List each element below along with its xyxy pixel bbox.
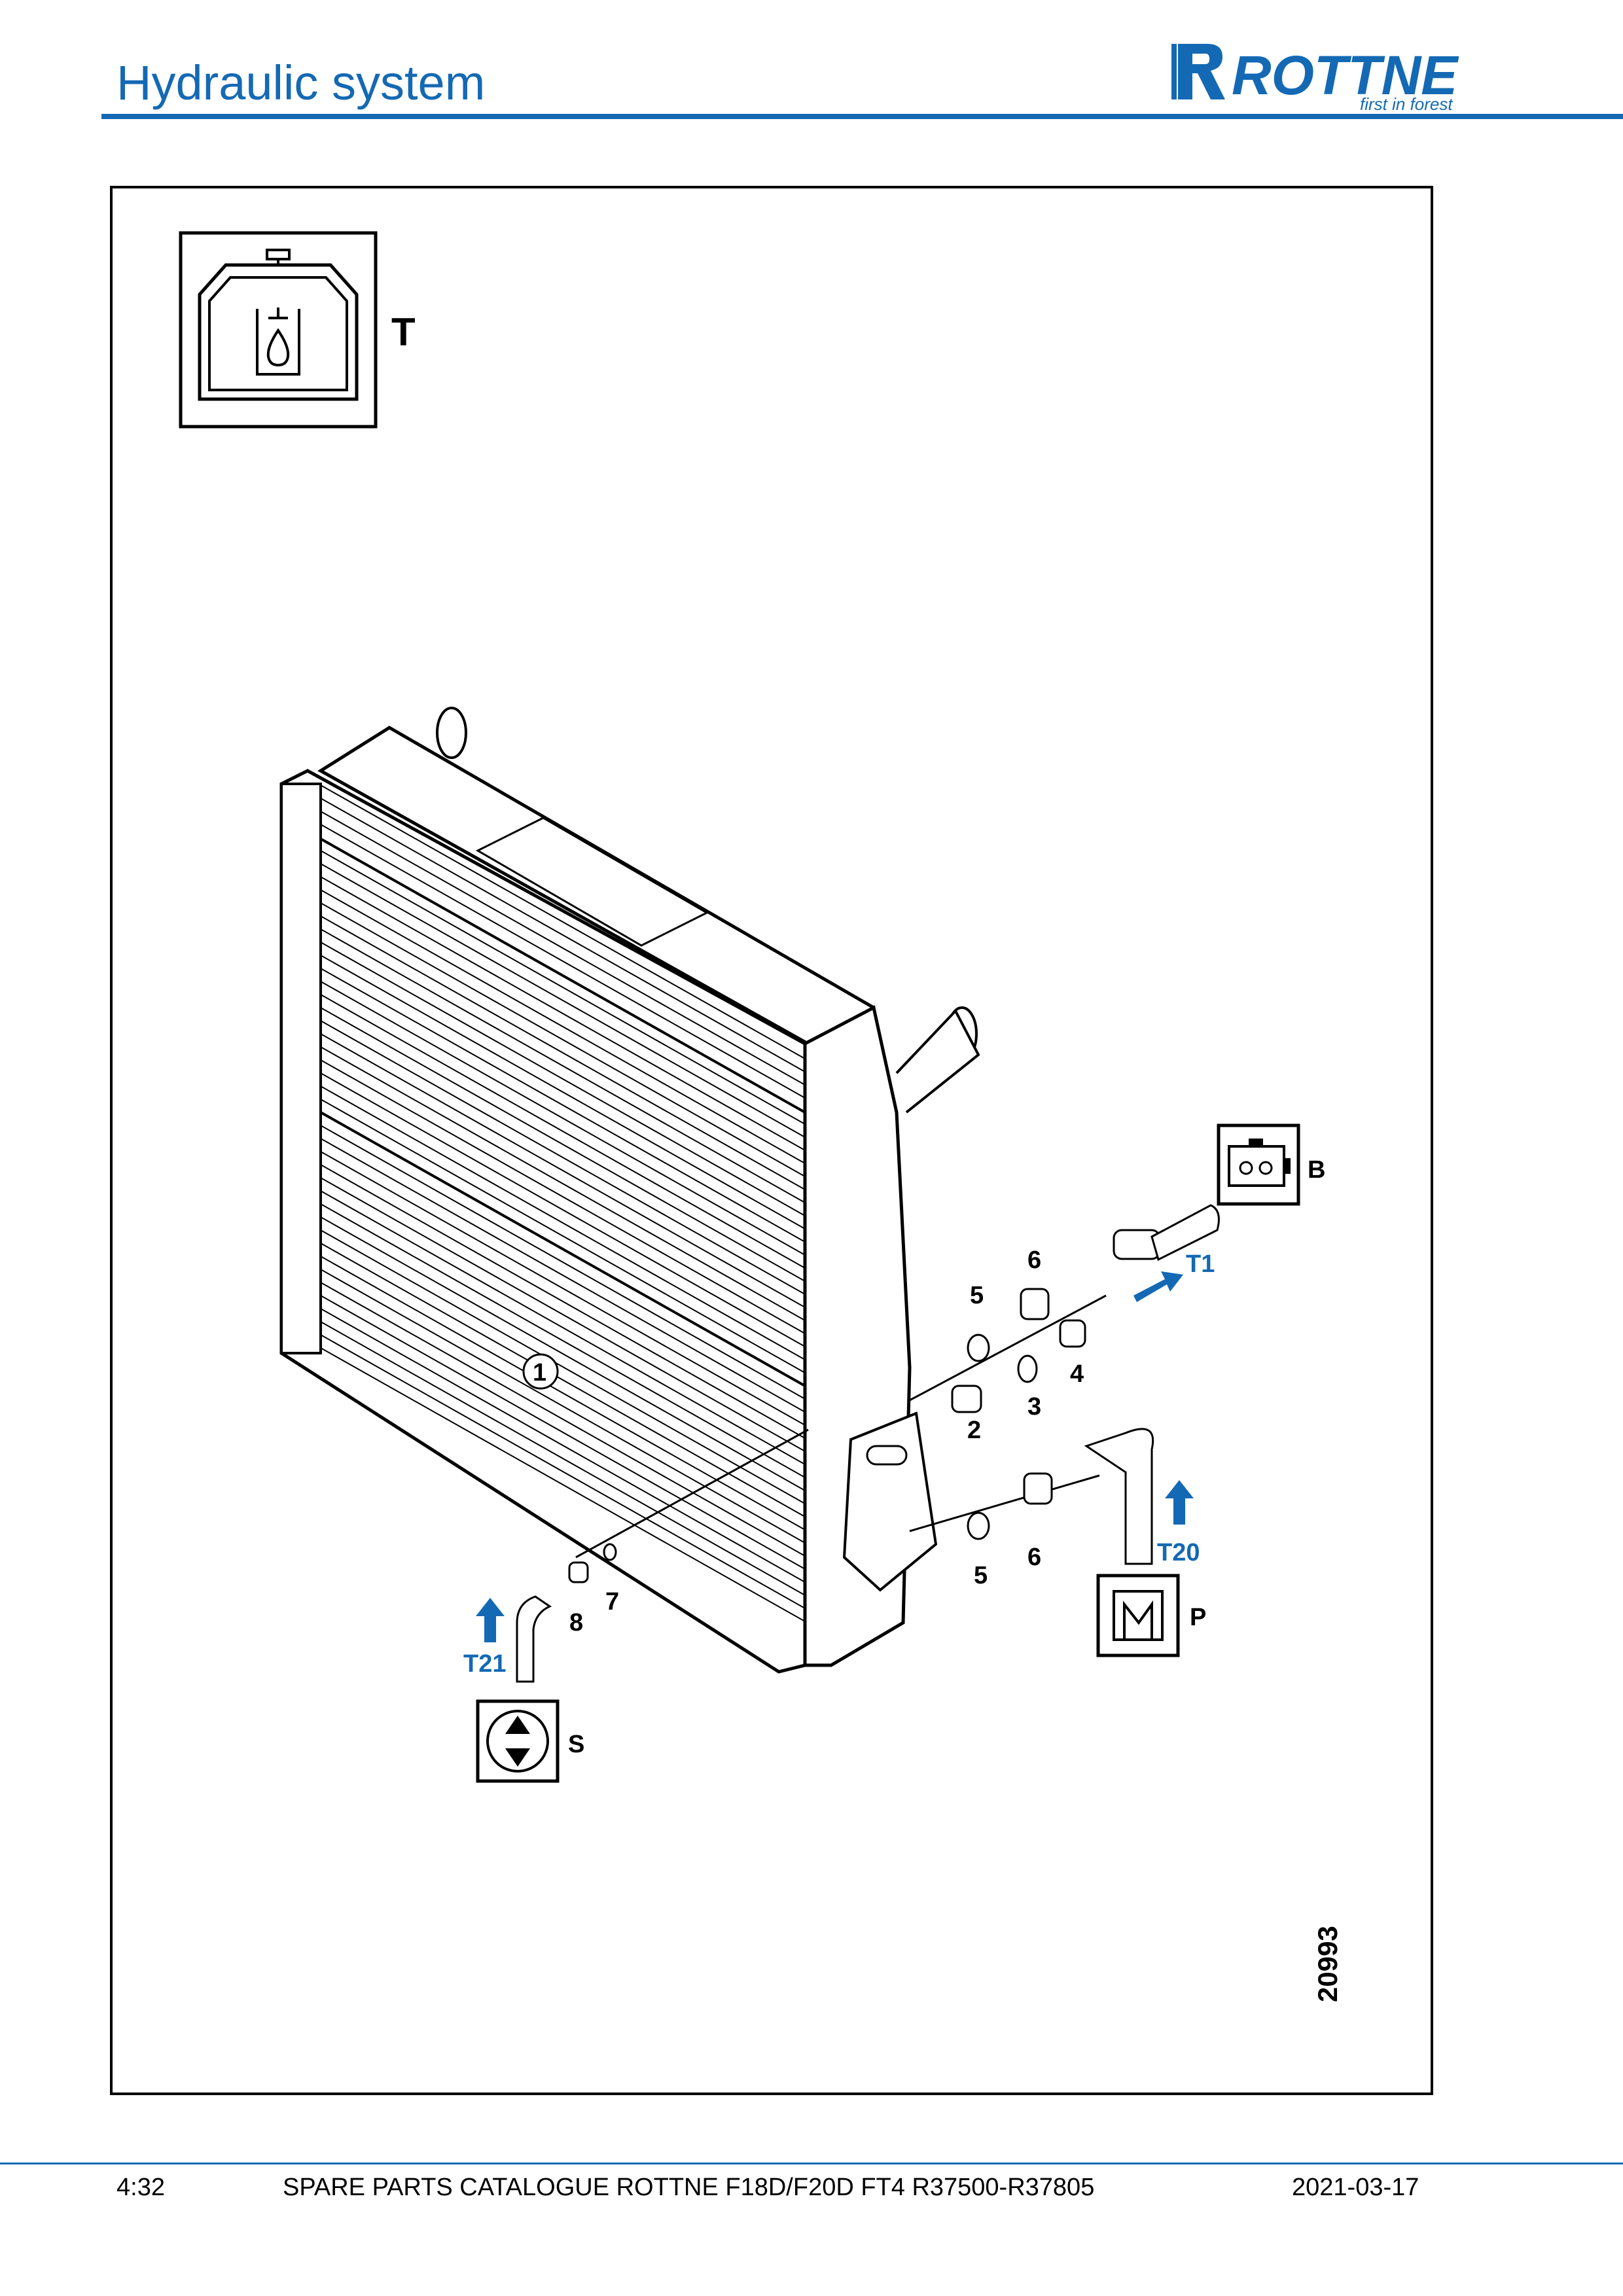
page-number: 4:32 bbox=[116, 2174, 165, 2201]
symbol-letter-s: S bbox=[568, 1731, 584, 1758]
flow-arrows bbox=[476, 1271, 1194, 1642]
symbol-letter-b: B bbox=[1308, 1156, 1325, 1184]
figure-number: 20993 bbox=[1312, 1926, 1343, 2002]
callout-6a: 6 bbox=[1027, 1246, 1041, 1274]
hydraulic-tank-icon bbox=[179, 231, 378, 429]
flow-label-t1: T1 bbox=[1186, 1250, 1215, 1278]
svg-text:ROTTNE: ROTTNE bbox=[1232, 44, 1459, 106]
callout-7: 7 bbox=[605, 1588, 619, 1616]
flow-label-t21: T21 bbox=[463, 1650, 506, 1678]
radiator-core bbox=[279, 707, 980, 1674]
heat-exchanger-icon bbox=[1096, 1574, 1180, 1657]
callout-5b: 5 bbox=[974, 1562, 988, 1589]
callout-4: 4 bbox=[1070, 1360, 1084, 1388]
rottne-logo: ROTTNE first in forest bbox=[1171, 44, 1459, 113]
callout-5a: 5 bbox=[970, 1282, 984, 1309]
catalogue-title: SPARE PARTS CATALOGUE ROTTNE F18D/F20D F… bbox=[283, 2174, 1095, 2201]
footer-divider bbox=[0, 2163, 1623, 2164]
callout-3: 3 bbox=[1027, 1393, 1041, 1421]
fittings bbox=[516, 1204, 1220, 1683]
symbol-letter-t: T bbox=[391, 310, 416, 354]
symbol-letter-p: P bbox=[1190, 1604, 1206, 1631]
callout-8: 8 bbox=[569, 1609, 583, 1636]
callout-2: 2 bbox=[967, 1417, 981, 1444]
catalogue-date: 2021-03-17 bbox=[1292, 2174, 1419, 2201]
flow-label-t20: T20 bbox=[1157, 1539, 1200, 1566]
figure-frame bbox=[110, 186, 1433, 2095]
callout-1: 1 bbox=[533, 1359, 546, 1386]
svg-text:first in forest: first in forest bbox=[1360, 94, 1454, 113]
header-divider bbox=[101, 114, 1623, 119]
callout-6b: 6 bbox=[1027, 1544, 1041, 1571]
up-down-valve-icon bbox=[476, 1699, 560, 1783]
connector-icon bbox=[1217, 1123, 1300, 1206]
page-title: Hydraulic system bbox=[116, 56, 486, 110]
